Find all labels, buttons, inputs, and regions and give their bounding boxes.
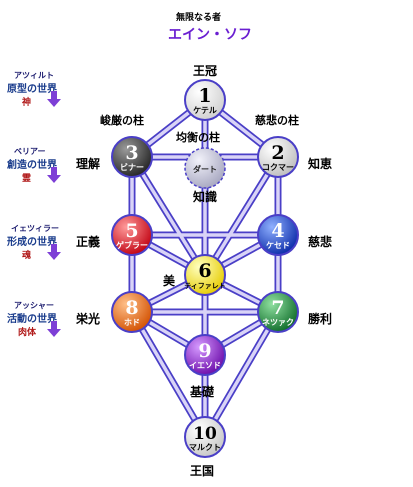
header-title: エイン・ソフ [168,27,252,43]
sephira-8-node: 8ホド [111,291,153,333]
sephira-10-circle [184,416,226,458]
sephira-7-name: ネツァク [262,317,294,327]
sephira-9-number: 9 [198,340,211,362]
sephira-9-label: 基礎 [190,385,215,399]
sephira-5-label: 正義 [76,235,101,249]
world-name: 形成の世界 [7,237,57,248]
down-arrow-icon [47,321,61,341]
pillar-mercy-label: 慈悲の柱 [255,114,299,127]
daath-label: 知識 [193,190,218,204]
sephira-3-circle [111,136,153,178]
sephira-4-circle [257,214,299,256]
sephira-6-label: 美 [163,274,176,288]
world-kana: アツィルト [14,71,54,80]
sephira-3-label: 理解 [76,157,101,171]
sephira-7-number: 7 [271,297,284,319]
header-subtitle: 無限なる者 [176,13,222,23]
sephira-5-name: ゲブラー [116,240,148,250]
sephira-6-number: 6 [198,260,211,282]
world-name: 活動の世界 [7,314,57,325]
sephira-5-circle [111,214,153,256]
daath-circle [184,147,226,189]
sephira-1-circle [184,79,226,121]
sephira-10-number: 10 [193,424,217,444]
path-3-6 [130,155,207,277]
sephira-8-label: 栄光 [76,312,101,326]
down-arrow-icon [47,167,61,187]
daath-node: ダート [184,147,226,189]
sephira-1-number: 1 [198,85,211,107]
down-arrow-icon [47,91,61,111]
world-name: 原型の世界 [7,84,57,95]
sephira-10-name: マルクト [189,442,221,452]
sephira-8-name: ホド [124,318,140,327]
world-element: 肉体 [18,328,37,338]
world-kana: アッシャー [14,301,54,310]
world-element: 魂 [22,251,32,261]
path-7-10 [203,310,280,439]
world-element: 神 [22,98,32,108]
world-name: 創造の世界 [7,160,57,171]
sephira-2-label: 知恵 [308,157,333,171]
sephira-5-number: 5 [125,220,138,242]
sephira-6-name: ティファレト [184,282,226,290]
sephira-7-circle [257,291,299,333]
world-kana: イェツィラー [11,224,59,233]
sephira-4-name: ケセド [266,241,290,250]
sephira-2-circle [257,136,299,178]
sephira-2-name: コクマー [262,162,294,172]
sephira-8-number: 8 [125,297,138,319]
sephira-9-name: イエソド [189,361,221,370]
daath-name: ダート [193,164,217,174]
sephira-4-number: 4 [271,220,284,242]
sephira-6-circle [184,254,226,296]
sephira-1-name: ケテル [193,106,217,115]
sephira-10-label: 王国 [190,464,215,478]
sephira-3-number: 3 [125,142,138,164]
sephira-9-circle [184,334,226,376]
pillar-severity-label: 峻厳の柱 [100,114,144,127]
down-arrow-icon [47,244,61,264]
world-element: 霊 [22,174,32,184]
sephira-8-circle [111,291,153,333]
pillar-balance-label: 均衡の柱 [176,131,220,144]
sephira-7-label: 勝利 [308,312,333,326]
world-kana: ベリアー [14,147,46,156]
sephira-1-label: 王冠 [193,64,218,78]
path-8-10 [130,310,207,439]
path-2-6 [203,155,280,277]
sephira-2-number: 2 [271,142,284,164]
sephira-4-label: 慈悲 [308,235,333,249]
sephira-3-name: ビナー [120,162,144,172]
